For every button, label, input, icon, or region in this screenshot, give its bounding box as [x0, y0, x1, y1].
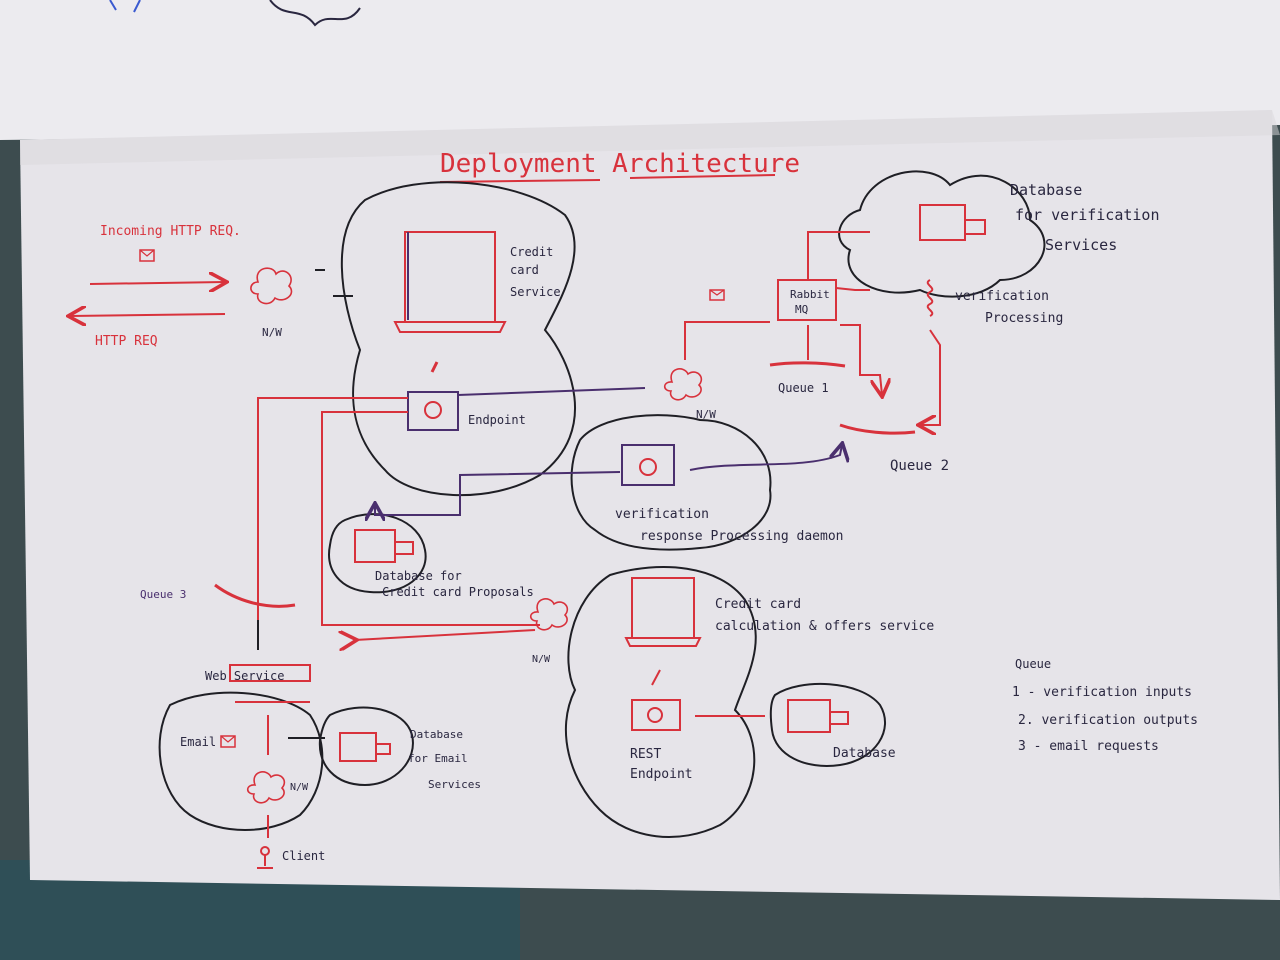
processing-spring-icon	[926, 279, 934, 317]
queue2-pipe	[839, 423, 916, 435]
verification-db-drive	[964, 219, 986, 235]
laptop-endpoint-link	[430, 361, 439, 373]
mail-icon-flap	[139, 249, 155, 257]
link-rabbitmq-db	[807, 231, 870, 280]
mail-icon-2-flap	[709, 289, 725, 296]
queue-legend-title: Queue	[1015, 657, 1051, 671]
cloud-credit-card-service	[340, 181, 577, 497]
title-underline-2	[629, 174, 776, 179]
daemon-icon	[639, 458, 657, 476]
page-fold	[20, 110, 1280, 165]
title-underline-1	[439, 179, 601, 183]
verification-daemon-label: verification response Processing daemon	[615, 507, 844, 544]
cloud-web-service	[158, 691, 324, 831]
daemon-to-queue2	[689, 445, 842, 471]
cloud-verification-daemon	[570, 414, 772, 551]
laptop-base-calc	[624, 637, 702, 647]
daemon-box	[621, 444, 675, 486]
client-label: Client	[282, 849, 325, 863]
database-drive	[829, 711, 849, 725]
cloud-calculation-service	[564, 566, 757, 838]
network-label-2: N/W	[696, 408, 716, 421]
cloud-proposals-db	[328, 513, 427, 594]
incoming-request-label: Incoming HTTP REQ.	[100, 224, 241, 239]
processing-to-queue2	[920, 329, 941, 425]
mail-icon	[139, 249, 155, 262]
credit-card-service-label: Credit card Service	[510, 245, 561, 299]
scribble-blue	[109, 0, 141, 13]
queue1-label: Queue 1	[778, 381, 829, 395]
rabbitmq-label: Rabbit MQ	[790, 288, 836, 316]
email-icon	[220, 735, 236, 748]
incoming-arrow	[89, 282, 225, 284]
notebook-page	[20, 110, 1280, 900]
endpoint-to-calc-service	[321, 411, 540, 626]
rest-endpoint-label: REST Endpoint	[630, 747, 693, 782]
webservice-label: Web Service	[205, 669, 284, 683]
queue3-label: Queue 3	[140, 588, 186, 601]
endpoint-to-queue3	[257, 397, 408, 620]
link-endpoint-nw2	[457, 387, 646, 396]
network-label-1: N/W	[262, 326, 282, 339]
verification-db-label: Database for verification Services	[1010, 181, 1169, 254]
outgoing-arrow	[70, 314, 226, 316]
rest-endpoint-box	[631, 699, 681, 731]
proposals-db-label: Database for Credit card Proposals	[375, 569, 534, 599]
network-label-4: N/W	[290, 782, 309, 793]
email-db-drive	[375, 743, 391, 755]
outgoing-request-label: HTTP REQ	[95, 334, 158, 349]
network-label-3: N/W	[532, 654, 551, 665]
queue1-pipe	[769, 361, 846, 368]
queue-legend: 1 - verification inputs 2. verification …	[1012, 685, 1206, 754]
database-label: Database	[833, 746, 896, 761]
email-label: Email	[180, 735, 216, 749]
network-cloud-icon-2	[663, 368, 703, 401]
queue2-label: Queue 2	[890, 458, 949, 474]
laptop-rest-link	[651, 669, 661, 686]
queue3-pipe	[214, 583, 296, 608]
link-rabbitmq-right	[835, 287, 870, 291]
upper-page	[0, 0, 1280, 140]
email-db-label: Database for Email Services	[408, 728, 481, 791]
network-cloud-icon-1	[250, 267, 293, 305]
link-queue1-down	[840, 324, 882, 395]
verification-processing-label: verification Processing	[955, 289, 1063, 326]
network-cloud-icon-4	[246, 771, 286, 804]
scribble-top	[269, 0, 361, 27]
diagram-title: Deployment Architecture	[440, 149, 800, 179]
daemon-to-proposals-db	[375, 471, 621, 515]
link-calc-proposals	[355, 629, 536, 640]
mail-icon-2	[709, 289, 725, 301]
calc-service-label: Credit card calculation & offers service	[715, 597, 934, 634]
network-cloud-icon-3	[529, 598, 569, 631]
webservice-laptop-top	[229, 664, 311, 682]
cloud-email-db	[318, 706, 414, 787]
email-icon-flap	[220, 735, 236, 743]
proposals-db-drive	[394, 541, 414, 555]
endpoint-icon	[424, 401, 442, 419]
cloud-verification-db	[838, 170, 1046, 298]
cloud-database	[769, 682, 886, 767]
rest-endpoint-icon	[647, 707, 663, 723]
laptop-base	[393, 321, 507, 333]
endpoint-label: Endpoint	[468, 413, 526, 427]
link-nw2-rabbitmq	[684, 321, 770, 360]
